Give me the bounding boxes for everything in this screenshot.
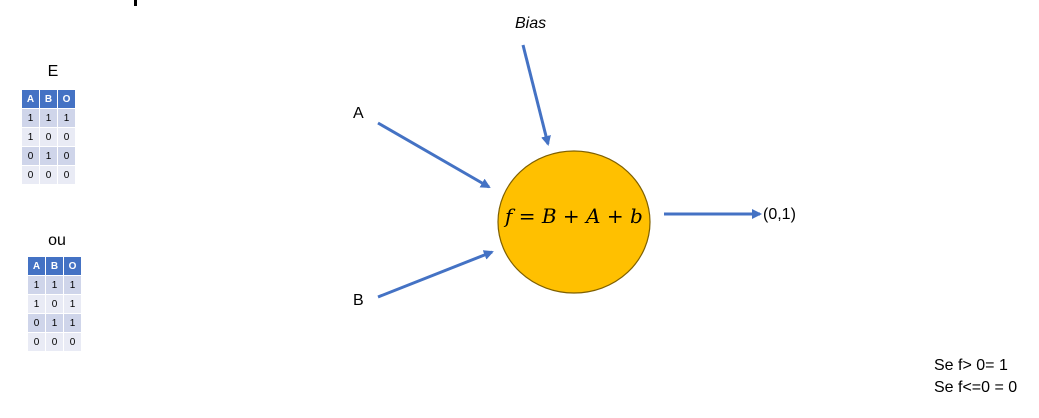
table-cell: 0 (46, 295, 63, 313)
input-a-arrow (377, 121, 491, 189)
input-b-label: B (353, 292, 364, 309)
table-row: 0 0 0 (28, 333, 81, 351)
table-cell: 1 (22, 109, 39, 127)
table-row: 1 1 1 (22, 109, 75, 127)
slide-fragment-mark (134, 0, 137, 6)
table-row: 0 0 0 (22, 166, 75, 184)
neuron-formula: f = B + A + b (505, 204, 643, 228)
table-cell: 1 (64, 295, 81, 313)
bias-arrow (521, 44, 551, 146)
table-header-a: A (22, 90, 39, 108)
table-row: 1 0 1 (28, 295, 81, 313)
table-cell: 1 (46, 314, 63, 332)
table-cell: 0 (46, 333, 63, 351)
table-header-a: A (28, 257, 45, 275)
truth-table-ou: A B O 1 1 1 1 0 1 0 1 1 0 0 0 (27, 256, 82, 352)
truth-table-e: A B O 1 1 1 1 0 0 0 1 0 0 0 0 (21, 89, 76, 185)
table-cell: 1 (28, 276, 45, 294)
table-cell: 0 (58, 147, 75, 165)
activation-rule-positive: Se f> 0= 1 (934, 357, 1008, 374)
input-b-arrow (377, 250, 494, 299)
table-cell: 1 (58, 109, 75, 127)
table-cell: 0 (28, 333, 45, 351)
table-header-o: O (64, 257, 81, 275)
table-cell: 0 (64, 333, 81, 351)
table-cell: 0 (58, 166, 75, 184)
table-cell: 0 (22, 147, 39, 165)
table-header-o: O (58, 90, 75, 108)
neuron-body (497, 150, 651, 294)
table-cell: 0 (22, 166, 39, 184)
table-cell: 0 (40, 166, 57, 184)
table-cell: 1 (28, 295, 45, 313)
bias-label: Bias (515, 15, 547, 32)
table-row: 0 1 0 (22, 147, 75, 165)
table-cell: 0 (40, 128, 57, 146)
input-a-label: A (353, 105, 364, 122)
table-row: 1 0 0 (22, 128, 75, 146)
table-cell: 0 (28, 314, 45, 332)
table-cell: 1 (64, 276, 81, 294)
output-label: (0,1) (763, 206, 796, 223)
table-row: 0 1 1 (28, 314, 81, 332)
table-e-title: E (47, 63, 59, 80)
table-cell: 1 (46, 276, 63, 294)
table-cell: 1 (40, 109, 57, 127)
table-header-b: B (40, 90, 57, 108)
table-cell: 1 (40, 147, 57, 165)
table-cell: 1 (64, 314, 81, 332)
activation-rule-nonpositive: Se f<=0 = 0 (934, 379, 1018, 396)
table-cell: 0 (58, 128, 75, 146)
table-row: 1 1 1 (28, 276, 81, 294)
table-ou-title: ou (48, 232, 66, 249)
table-cell: 1 (22, 128, 39, 146)
table-header-b: B (46, 257, 63, 275)
